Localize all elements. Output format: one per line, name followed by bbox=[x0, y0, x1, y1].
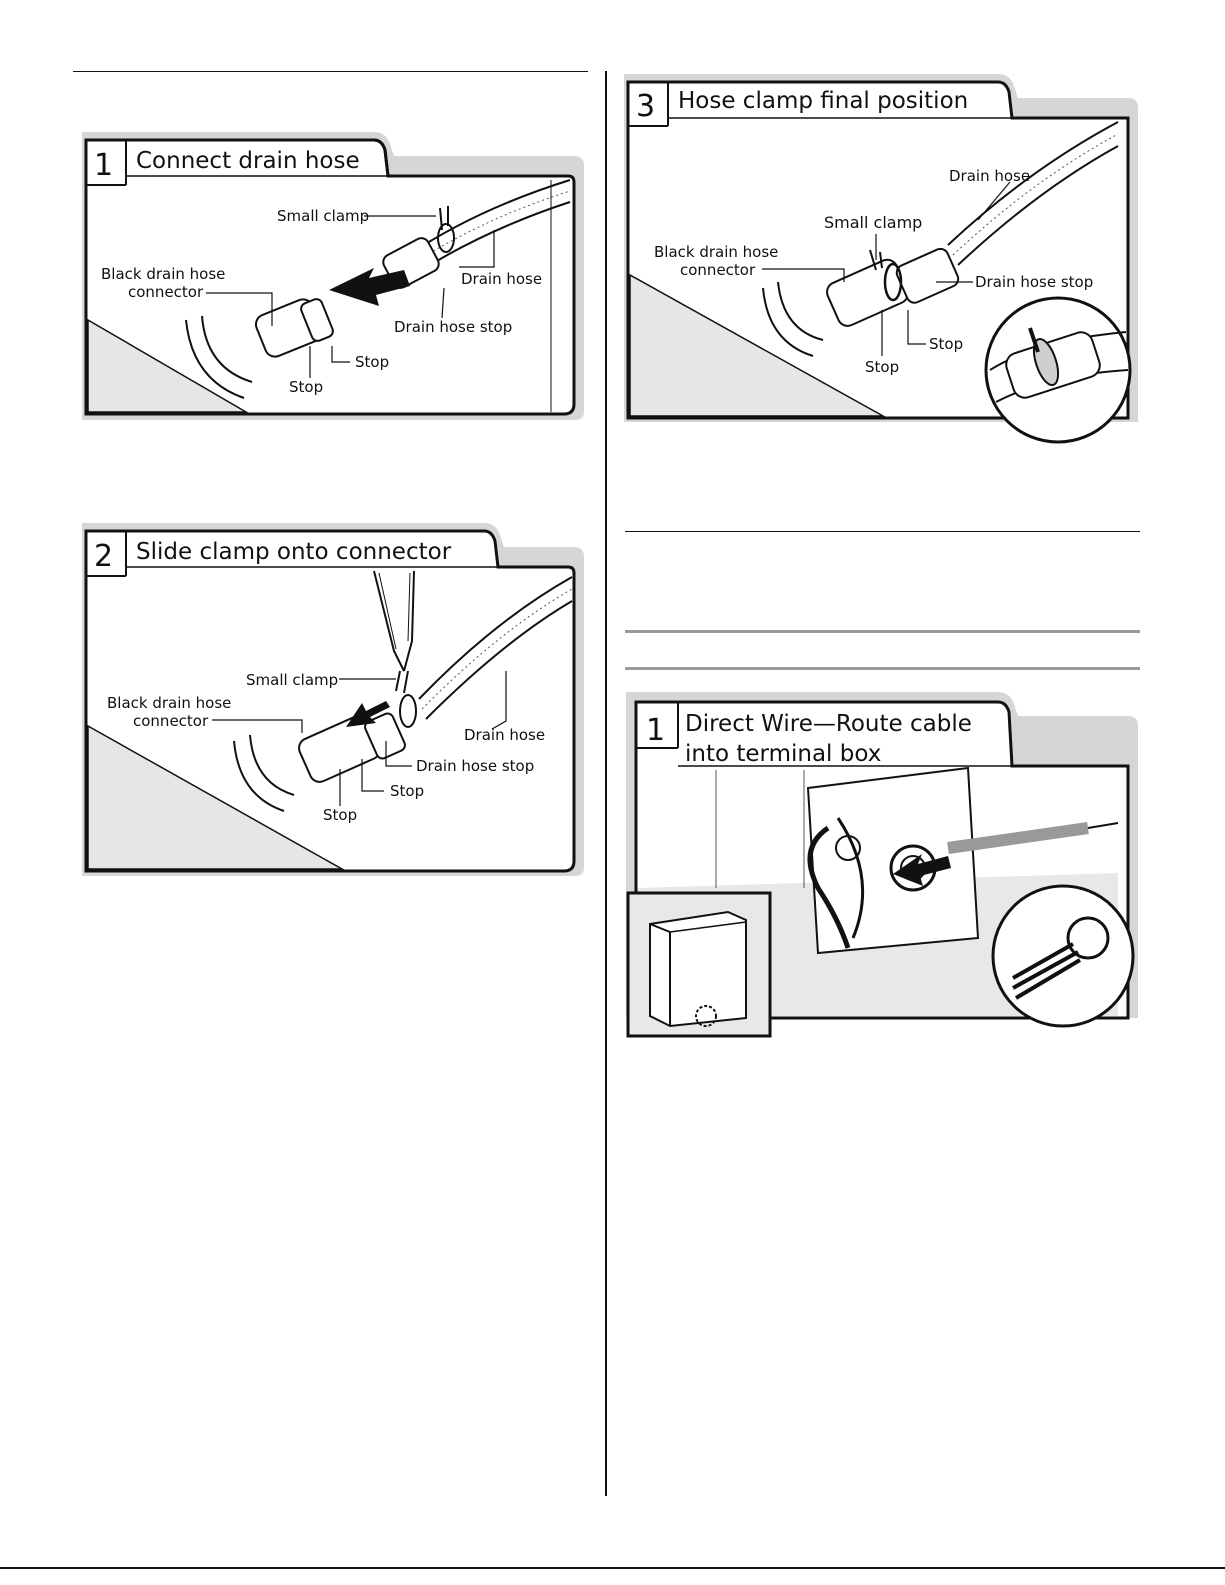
step1-label-black-connector-2: connector bbox=[128, 283, 204, 301]
step1-small-clamp-icon bbox=[437, 206, 455, 253]
wire-step1-title-line2: into terminal box bbox=[685, 741, 881, 767]
step1-black-connector bbox=[185, 298, 334, 399]
step3-small-clamp-icon bbox=[869, 249, 903, 302]
bottom-page-rule bbox=[0, 1567, 1225, 1569]
step2-pliers-icon bbox=[373, 570, 415, 694]
step2-label-drain-hose: Drain hose bbox=[464, 726, 545, 744]
step3-svg: 3 Hose clamp final position bbox=[624, 74, 1138, 444]
wire-step1-title-line1: Direct Wire—Route cable bbox=[685, 711, 972, 737]
step2-label-small-clamp: Small clamp bbox=[246, 671, 338, 689]
step3-label-stop-a: Stop bbox=[929, 335, 963, 353]
step2-label-stop-a: Stop bbox=[390, 782, 424, 800]
step3-label-black-connector-1: Black drain hose bbox=[654, 243, 778, 261]
step1-title: Connect drain hose bbox=[136, 148, 360, 174]
terminal-box bbox=[806, 766, 980, 955]
step1-direction-arrow bbox=[329, 268, 410, 306]
step1-label-drain-hose: Drain hose bbox=[461, 270, 542, 288]
step1-label-small-clamp: Small clamp bbox=[277, 207, 369, 225]
step3-label-small-clamp: Small clamp bbox=[824, 213, 922, 232]
step1-label-drain-hose-stop: Drain hose stop bbox=[394, 318, 512, 336]
step3-drain-hose bbox=[947, 121, 1119, 266]
step1-label-black-connector-1: Black drain hose bbox=[101, 265, 225, 283]
step2-number: 2 bbox=[94, 539, 113, 574]
step2-title: Slide clamp onto connector bbox=[136, 539, 452, 565]
step2-svg: 2 Slide clamp onto connector bbox=[82, 523, 584, 876]
step3-label-black-connector-2: connector bbox=[680, 261, 756, 279]
column-divider bbox=[605, 71, 607, 1496]
step3-label-drain-hose: Drain hose bbox=[949, 167, 1030, 185]
step2-label-black-connector-1: Black drain hose bbox=[107, 694, 231, 712]
step2-label-black-connector-2: connector bbox=[133, 712, 209, 730]
step1-svg: 1 Connect drain hose bbox=[82, 132, 584, 420]
dishwasher-locator-inset bbox=[626, 891, 772, 1038]
step2-label-drain-hose-stop: Drain hose stop bbox=[416, 757, 534, 775]
top-left-rule bbox=[73, 71, 588, 72]
step3-label-stop-b: Stop bbox=[865, 358, 899, 376]
step3-number: 3 bbox=[636, 89, 655, 124]
step1-label-stop-a: Stop bbox=[355, 353, 389, 371]
step3-connector-assembly bbox=[762, 247, 960, 357]
right-subsection-rule-2 bbox=[625, 667, 1140, 670]
wire-step1-illustration: 1 Direct Wire—Route cable into terminal … bbox=[618, 688, 1138, 1038]
step1-label-stop-b: Stop bbox=[289, 378, 323, 396]
cable-wires bbox=[807, 817, 1119, 949]
step2-black-connector bbox=[233, 712, 406, 812]
step2-illustration: 2 Slide clamp onto connector bbox=[74, 521, 584, 876]
step3-illustration: 3 Hose clamp final position bbox=[618, 70, 1138, 445]
right-section-rule bbox=[625, 531, 1140, 532]
wire-magnified-inset bbox=[991, 884, 1135, 1028]
wire-step1-number: 1 bbox=[646, 713, 665, 748]
step3-title: Hose clamp final position bbox=[678, 88, 968, 114]
step1-illustration: 1 Connect drain hose bbox=[74, 130, 584, 420]
step3-magnified-inset bbox=[984, 296, 1132, 444]
right-subsection-rule-1 bbox=[625, 630, 1140, 633]
wire-step1-svg: 1 Direct Wire—Route cable into terminal … bbox=[626, 692, 1138, 1038]
step2-direction-arrow bbox=[346, 701, 390, 727]
step2-drain-hose bbox=[418, 576, 573, 720]
step3-label-drain-hose-stop: Drain hose stop bbox=[975, 273, 1093, 291]
step2-label-stop-b: Stop bbox=[323, 806, 357, 824]
step1-number: 1 bbox=[94, 148, 113, 183]
wire-direction-arrow bbox=[893, 854, 951, 886]
